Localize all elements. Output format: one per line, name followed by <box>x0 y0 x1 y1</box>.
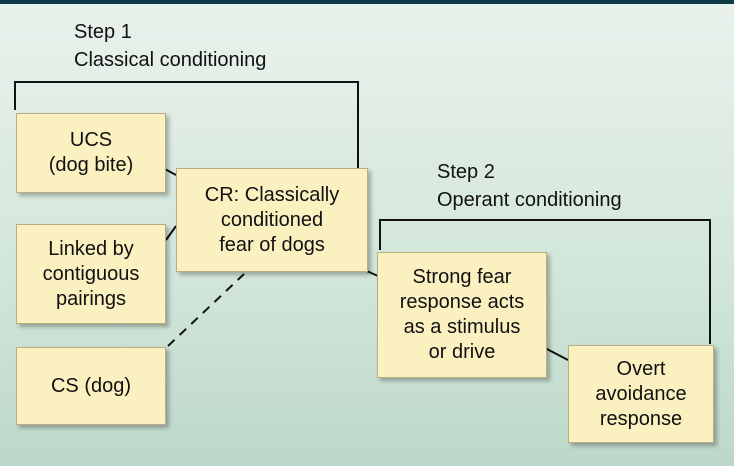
top-border <box>0 0 734 4</box>
ucs-line-2: (dog bite) <box>48 154 134 176</box>
cr-box: CR: Classically conditioned fear of dogs <box>176 168 368 272</box>
linked-line-3: pairings <box>55 287 127 310</box>
avoidance-line-3: response <box>599 407 683 430</box>
fear-line-2: response acts <box>399 291 525 313</box>
fear-to-avoidance-line <box>544 347 569 361</box>
linked-line-1: Linked by <box>48 237 134 260</box>
step2-subtitle: Operant conditioning <box>437 189 622 211</box>
cr-line-1: CR: Classically <box>204 183 340 206</box>
fear-line-3: as a stimulus <box>403 316 521 338</box>
step1-bracket <box>14 81 359 170</box>
step2-title: Step 2 <box>437 161 495 183</box>
ucs-line-1: UCS <box>69 129 113 151</box>
cr-line-2: conditioned <box>220 208 324 231</box>
linked-to-cr-line <box>165 225 177 241</box>
linked-box: Linked by contiguous pairings <box>16 224 166 324</box>
cs-line-1: CS (dog) <box>50 374 132 397</box>
avoidance-response-box: Overt avoidance response <box>568 345 714 443</box>
fear-response-box: Strong fear response acts as a stimulus … <box>377 252 547 378</box>
cr-line-3: fear of dogs <box>219 233 325 256</box>
fear-line-1: Strong fear <box>412 266 512 288</box>
cs-box: CS (dog) <box>16 347 166 425</box>
step1-subtitle: Classical conditioning <box>74 49 267 71</box>
ucs-box: UCS (dog bite) <box>16 113 166 193</box>
step2-bracket <box>379 219 711 344</box>
avoidance-line-2: avoidance <box>595 382 687 405</box>
avoidance-line-1: Overt <box>616 357 666 380</box>
linked-line-2: contiguous <box>42 262 140 285</box>
step1-title: Step 1 <box>74 21 132 43</box>
fear-line-4: or drive <box>428 341 496 363</box>
cs-to-cr-dashed-line <box>167 273 245 347</box>
